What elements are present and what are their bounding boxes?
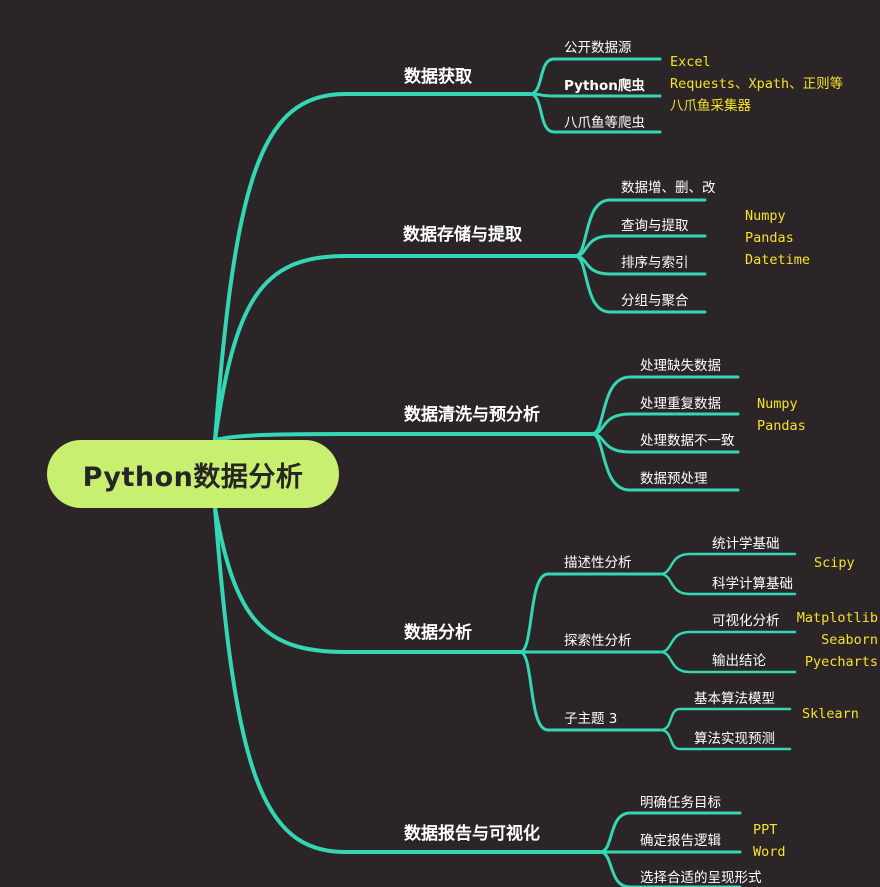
tool-note: Numpy	[745, 208, 786, 224]
tool-note: Pyecharts	[804, 654, 878, 670]
root-label: Python数据分析	[82, 461, 304, 493]
tool-note: 八爪鱼采集器	[670, 98, 751, 114]
branch-label[interactable]: 数据报告与可视化	[404, 824, 540, 844]
subtopic-label[interactable]: 处理缺失数据	[640, 358, 721, 374]
subtopic-label[interactable]: 八爪鱼等爬虫	[564, 115, 645, 131]
tool-note-list: Numpy Pandas	[757, 393, 806, 437]
tool-note: Requests、Xpath、正则等	[670, 76, 844, 92]
subtopic-connector	[658, 650, 797, 674]
tool-note: Word	[753, 844, 786, 860]
tool-note-list: Excel Requests、Xpath、正则等 八爪鱼采集器	[670, 51, 843, 117]
leaf-label[interactable]: 基本算法模型	[694, 691, 775, 707]
subtopic-connector	[528, 92, 662, 134]
tool-note: Matplotlib	[796, 610, 878, 626]
root-node[interactable]: Python数据分析	[47, 440, 339, 508]
tool-note: Datetime	[745, 252, 811, 268]
subtopic-connector	[518, 650, 662, 732]
branch-connector	[213, 506, 522, 654]
subtopic-label[interactable]: 查询与提取	[621, 218, 689, 234]
tool-note: Pandas	[745, 230, 794, 246]
tool-note: Excel	[670, 54, 711, 70]
subtopic-label[interactable]: 数据增、删、改	[621, 180, 716, 196]
branch-connector	[213, 254, 577, 442]
subtopic-connector	[658, 572, 797, 596]
tool-note-list: PPT Word	[753, 819, 786, 863]
subtopic-connector	[590, 432, 740, 492]
branch-label[interactable]: 数据分析	[404, 623, 472, 643]
tool-note: Sklearn	[802, 706, 859, 722]
subtopic-label[interactable]: 探索性分析	[564, 633, 632, 649]
subtopic-connector	[658, 552, 797, 576]
subtopic-label[interactable]: 确定报告逻辑	[640, 833, 721, 849]
subtopic-label[interactable]: 选择合适的呈现形式	[640, 870, 762, 886]
subtopic-connector	[658, 728, 792, 751]
branch-label[interactable]: 数据获取	[404, 67, 472, 87]
tool-note: Pandas	[757, 418, 806, 434]
subtopic-label[interactable]: 数据预处理	[640, 471, 708, 487]
branch-connector	[213, 92, 532, 442]
subtopic-label[interactable]: 公开数据源	[564, 40, 632, 56]
tool-note-list: Matplotlib Seaborn Pyecharts	[794, 607, 878, 673]
leaf-label[interactable]: 统计学基础	[712, 536, 780, 552]
tool-note-list: Numpy Pandas Datetime	[745, 205, 810, 271]
subtopic-label[interactable]: 子主题 3	[564, 711, 618, 727]
subtopic-connector	[573, 254, 707, 314]
subtopic-label[interactable]: 明确任务目标	[640, 795, 721, 811]
leaf-label[interactable]: 科学计算基础	[712, 576, 793, 592]
subtopic-label[interactable]: 分组与聚合	[621, 293, 689, 309]
subtopic-label[interactable]: 处理数据不一致	[640, 433, 735, 449]
tool-note-list: Scipy	[814, 552, 855, 574]
leaf-label[interactable]: 算法实现预测	[694, 731, 775, 747]
tool-note: Scipy	[814, 555, 855, 571]
branch-label[interactable]: 数据存储与提取	[403, 225, 522, 245]
subtopic-label[interactable]: 排序与索引	[621, 255, 689, 271]
tool-note: Numpy	[757, 396, 798, 412]
leaf-label[interactable]: 输出结论	[712, 653, 766, 669]
subtopic-label[interactable]: Python爬虫	[564, 78, 645, 94]
leaf-label[interactable]: 可视化分析	[712, 613, 780, 629]
branch-connector	[213, 432, 594, 442]
branch-label[interactable]: 数据清洗与预分析	[404, 405, 540, 425]
tool-note: Seaborn	[821, 632, 878, 648]
subtopic-connector	[528, 92, 662, 98]
subtopic-label[interactable]: 描述性分析	[564, 555, 632, 571]
tool-note-list: Sklearn	[802, 703, 859, 725]
branch-connector	[213, 506, 602, 854]
subtopic-label[interactable]: 处理重复数据	[640, 396, 721, 412]
subtopic-connector	[590, 375, 740, 436]
subtopic-connector	[518, 572, 662, 654]
tool-note: PPT	[753, 822, 778, 838]
